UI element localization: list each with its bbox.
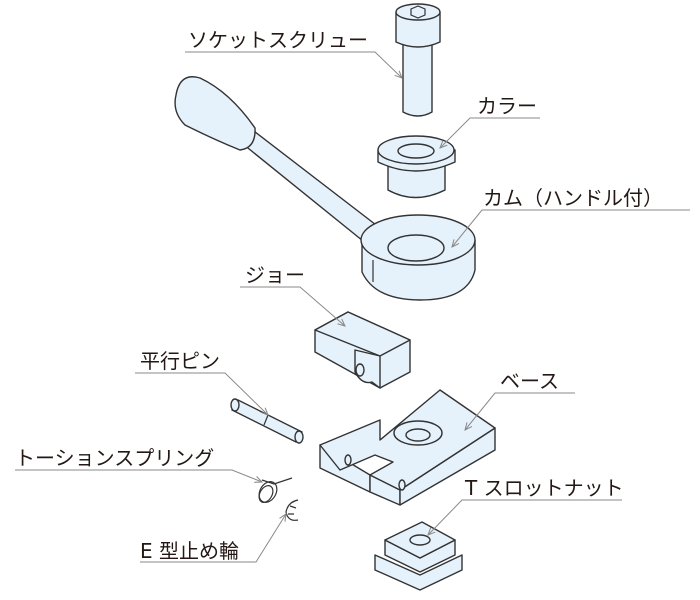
t-slot-nut-part — [374, 521, 463, 591]
label-base: ベース — [500, 369, 559, 393]
jaw-part — [314, 311, 411, 389]
label-parallel-pin: 平行ピン — [140, 349, 220, 373]
label-cam: カム（ハンドル付） — [483, 186, 663, 210]
label-e-ring: E 型止め輪 — [140, 539, 239, 563]
label-jaw: ジョー — [245, 263, 305, 287]
label-torsion-spring: トーションスプリング — [15, 446, 215, 470]
torsion-spring-part — [258, 477, 293, 503]
label-t-slot-nut: T スロットナット — [465, 476, 624, 500]
collar-part — [377, 135, 456, 199]
label-collar: カラー — [477, 94, 537, 118]
socket-screw-part — [395, 3, 441, 117]
cam-with-handle-part — [174, 76, 476, 301]
leader-lines — [15, 51, 690, 563]
e-ring-part — [285, 499, 299, 521]
label-socket-screw: ソケットスクリュー — [188, 28, 368, 52]
base-part — [319, 389, 496, 506]
parallel-pin-part — [230, 398, 304, 444]
